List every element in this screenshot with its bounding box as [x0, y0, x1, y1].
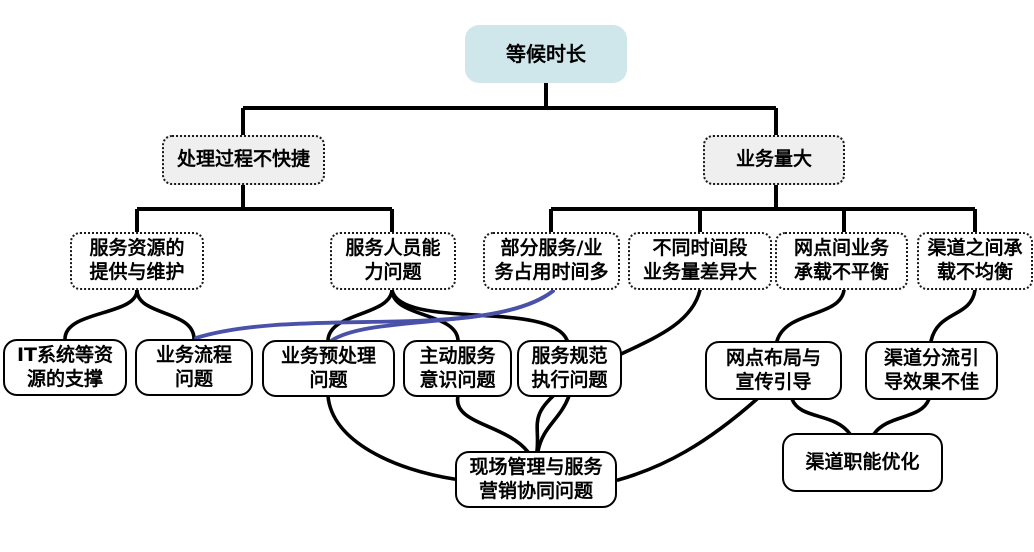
- node-label: 服务人员能: [345, 237, 441, 260]
- node-label: 现场管理与服务: [469, 455, 603, 478]
- node-label: 服务规范: [531, 344, 608, 367]
- node-partial-service-time[interactable]: 部分服务/业 务占用时间多: [483, 232, 620, 290]
- node-slow-process[interactable]: 处理过程不快捷: [162, 135, 325, 185]
- node-high-business-volume[interactable]: 业务量大: [703, 135, 845, 185]
- node-label: 渠道职能优化: [805, 450, 920, 473]
- node-label: IT系统等资: [16, 343, 114, 366]
- node-staff-capability[interactable]: 服务人员能 力问题: [330, 232, 456, 290]
- node-label: 不同时间段: [652, 237, 748, 260]
- edge-n21-m2-highlight: [194, 289, 555, 340]
- edge-n12-m4: [390, 288, 460, 342]
- node-label: 承载不平衡: [793, 261, 889, 283]
- node-label: 问题: [174, 367, 213, 390]
- node-label: 业务预处理: [280, 344, 376, 367]
- edge-m4-b1: [455, 394, 530, 454]
- node-label: 渠道之间承: [927, 237, 1023, 260]
- node-label: 业务量大: [735, 148, 812, 171]
- edge-m3-b1: [326, 394, 456, 481]
- edge-m7-b2: [872, 397, 931, 436]
- edge-m6-b2: [790, 397, 852, 436]
- edge-m6-b1: [616, 397, 759, 482]
- node-label: 网点间业务: [793, 237, 889, 260]
- node-branch-load-imbalance[interactable]: 网点间业务 承载不平衡: [775, 232, 908, 290]
- node-label: 部分服务/业: [500, 237, 603, 260]
- node-label: 导效果不佳: [883, 370, 979, 393]
- highlight-connectors: [194, 289, 555, 343]
- node-label: 务占用时间多: [494, 261, 609, 283]
- node-preprocessing-issue[interactable]: 业务预处理 问题: [262, 340, 395, 397]
- node-label: 载不均衡: [936, 261, 1013, 283]
- edge-n24-m7: [929, 288, 977, 343]
- edge-m5-b1: [536, 394, 571, 453]
- node-label: 网点布局与: [725, 346, 821, 369]
- node-service-resource-provision[interactable]: 服务资源的 提供与维护: [70, 232, 204, 290]
- node-label: 宣传引导: [735, 370, 812, 393]
- node-label: 主动服务: [419, 344, 496, 367]
- node-it-system-support[interactable]: IT系统等资 源的支撑: [3, 339, 127, 396]
- node-label: 源的支撑: [26, 367, 103, 390]
- node-label: 业务量差异大: [642, 261, 757, 283]
- node-label: 服务资源的: [89, 237, 185, 260]
- edge-root-trunk: [241, 83, 778, 135]
- node-channel-load-imbalance[interactable]: 渠道之间承 载不均衡: [917, 232, 1033, 290]
- node-label: 营销协同问题: [478, 479, 593, 502]
- node-channel-function-optimization[interactable]: 渠道职能优化: [782, 433, 943, 492]
- node-time-period-variance[interactable]: 不同时间段 业务量差异大: [628, 232, 772, 290]
- tree-connectors: [135, 83, 977, 233]
- node-label: 渠道分流引: [883, 346, 979, 369]
- node-label: 问题: [309, 368, 348, 391]
- edge-n23-m6: [775, 288, 846, 343]
- node-label: 执行问题: [531, 368, 608, 391]
- node-label: 等候时长: [506, 41, 586, 66]
- node-label: 意识问题: [419, 368, 496, 391]
- edge-n11-m1: [63, 288, 139, 341]
- node-business-process-issue[interactable]: 业务流程 问题: [135, 339, 253, 396]
- edge-n12-m3: [326, 288, 394, 342]
- node-branch-layout-promotion[interactable]: 网点布局与 宣传引导: [705, 341, 842, 400]
- node-onsite-management-marketing[interactable]: 现场管理与服务 营销协同问题: [455, 451, 617, 508]
- node-label: 业务流程: [155, 343, 232, 366]
- node-channel-diversion-effect[interactable]: 渠道分流引 导效果不佳: [865, 341, 998, 400]
- edge-n2-branch: [549, 185, 977, 233]
- edge-n21-m3-highlight: [329, 289, 555, 343]
- node-label: 提供与维护: [89, 261, 185, 283]
- edge-n1-branch: [135, 185, 394, 233]
- node-proactive-service-awareness[interactable]: 主动服务 意识问题: [403, 340, 512, 397]
- edge-n11-m2: [135, 288, 196, 341]
- node-wait-duration[interactable]: 等候时长: [465, 25, 627, 83]
- node-label: 力问题: [364, 261, 422, 283]
- node-label: 处理过程不快捷: [176, 148, 310, 171]
- node-service-standard-execution[interactable]: 服务规范 执行问题: [517, 340, 622, 397]
